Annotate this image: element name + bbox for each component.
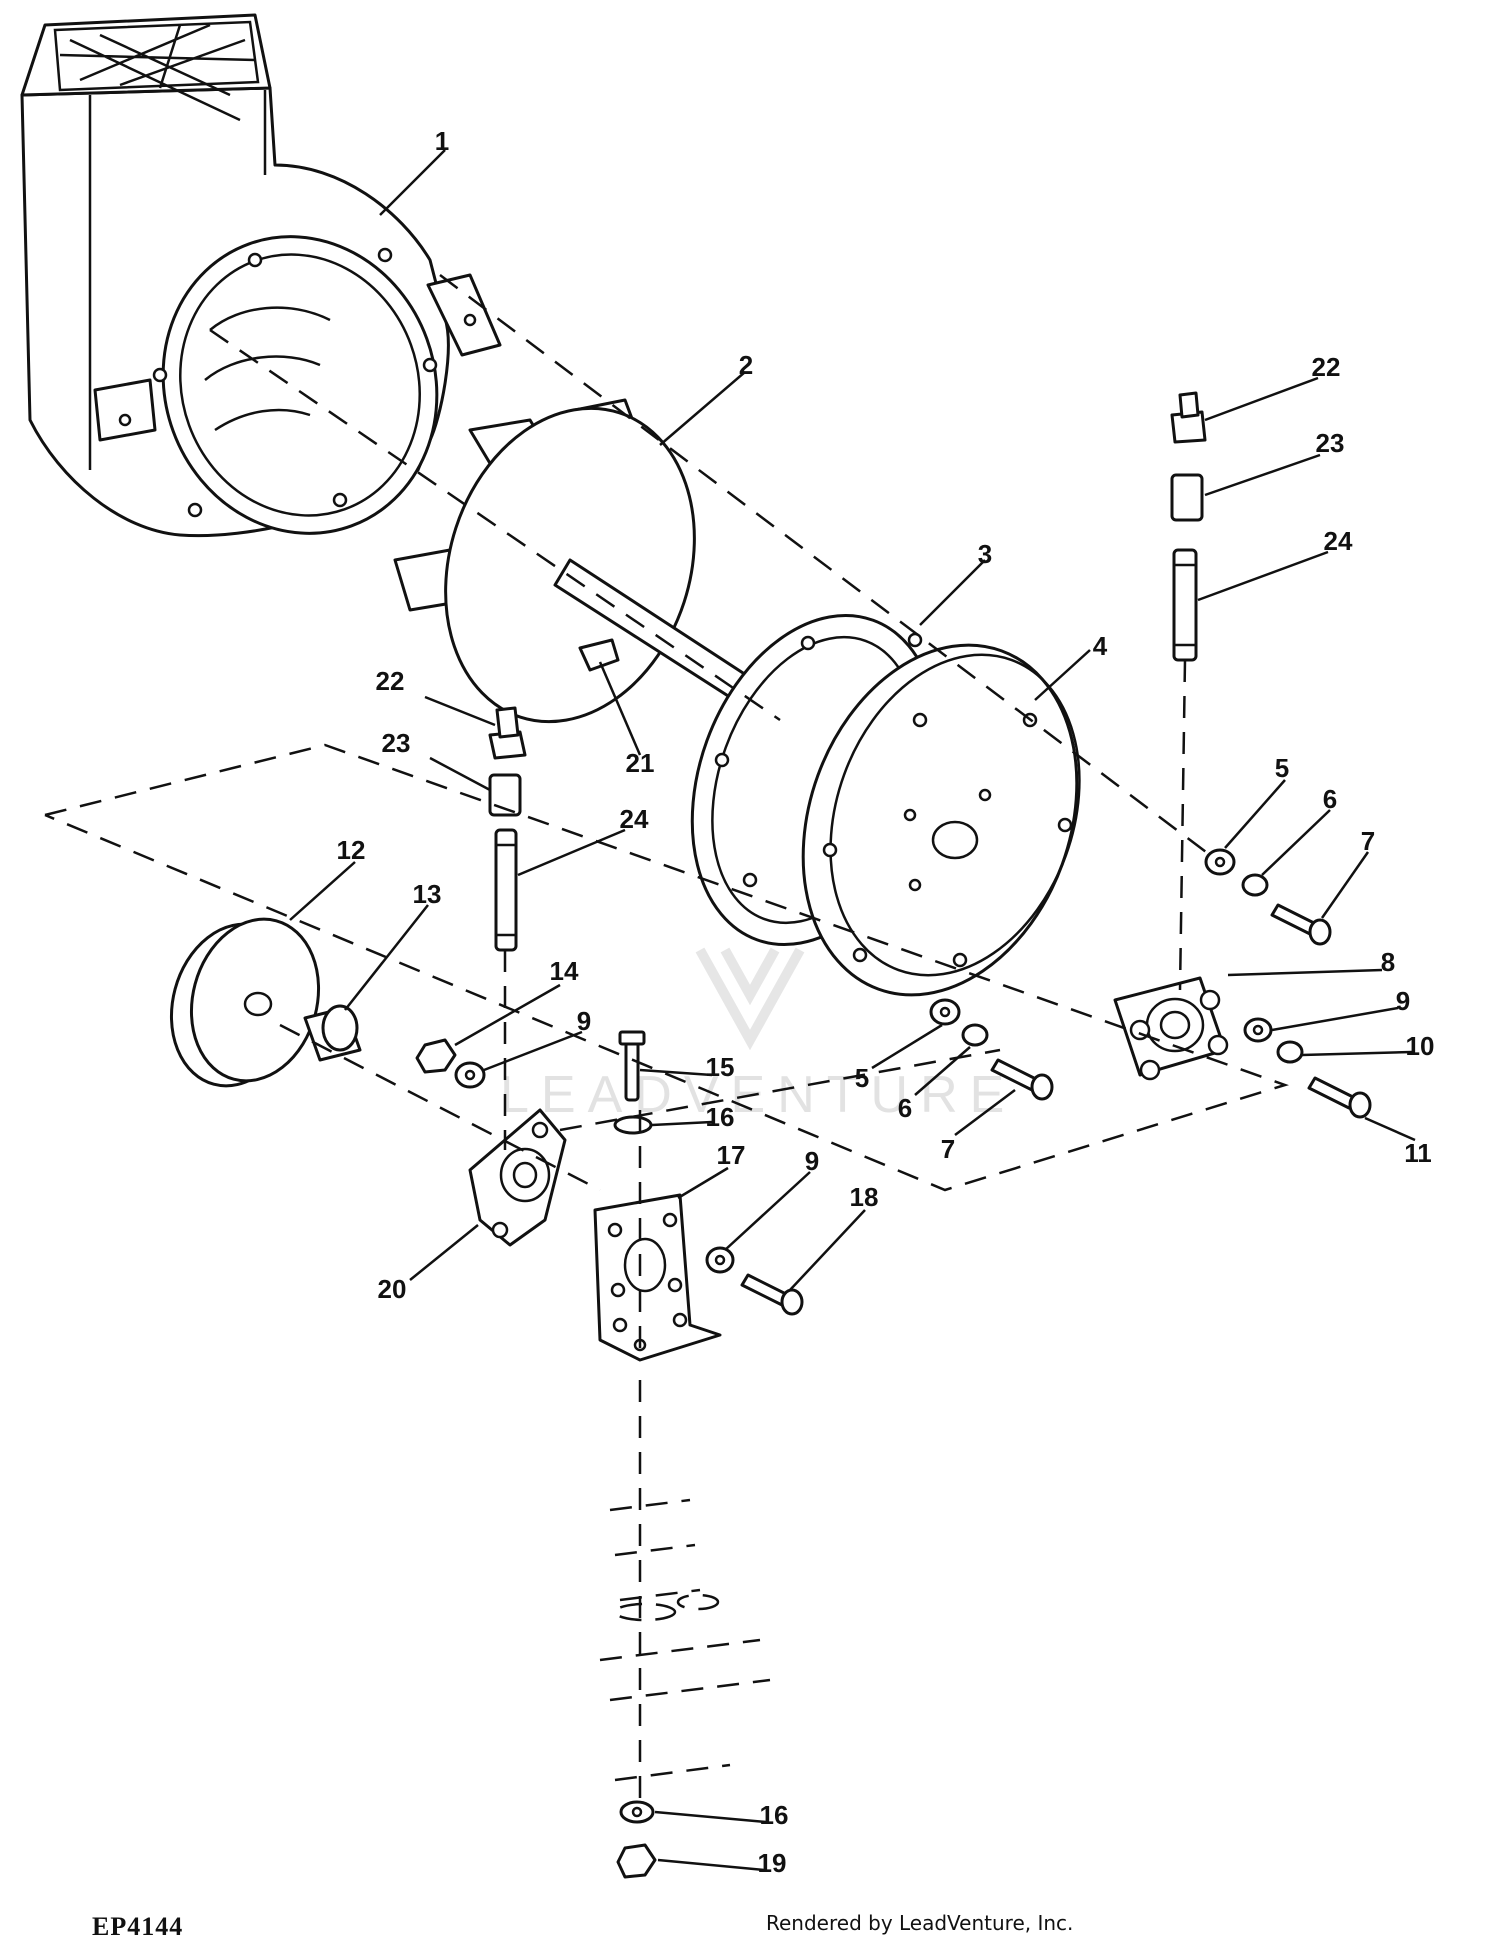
callout-c2: 2: [739, 350, 753, 380]
bushing: [303, 1004, 362, 1062]
callout-c3: 3: [978, 539, 992, 569]
callout-c17: 17: [717, 1140, 746, 1170]
callout-c23r: 23: [1316, 428, 1345, 458]
callout-c10: 10: [1406, 1031, 1435, 1061]
callout-c24r: 24: [1324, 526, 1353, 556]
pulley: [169, 917, 321, 1088]
callout-c6r: 6: [1323, 784, 1337, 814]
callout-c9c: 9: [805, 1146, 819, 1176]
callout-c9b: 9: [1396, 986, 1410, 1016]
callout-c5r: 5: [1275, 753, 1289, 783]
callout-c22r: 22: [1312, 352, 1341, 382]
end-plate: [801, 643, 1081, 997]
spacer-right: [1170, 473, 1204, 522]
callout-c11: 11: [1404, 1138, 1432, 1168]
callout-c16a: 16: [706, 1102, 735, 1132]
callout-c18: 18: [850, 1182, 879, 1212]
render-credit: Rendered by LeadVenture, Inc.: [766, 1911, 1073, 1935]
callout-c6m: 6: [898, 1093, 912, 1123]
callout-c14: 14: [550, 956, 579, 986]
assembly-lines: [44, 274, 1289, 1800]
callout-c5m: 5: [855, 1063, 869, 1093]
leader-lines: [289, 149, 1416, 1872]
figure-code: EP4144: [92, 1912, 183, 1941]
callout-labels: 1234222324222324211213149567891011567151…: [337, 126, 1435, 1878]
callout-c4: 4: [1093, 631, 1108, 661]
grease-fitting-left: [488, 706, 527, 760]
grease-fitting-right: [1170, 391, 1207, 444]
callout-c24l: 24: [620, 804, 649, 834]
mounting-bracket: [593, 1193, 722, 1362]
callout-c23l: 23: [382, 728, 411, 758]
stud-right: [1172, 548, 1198, 662]
hardware: [415, 848, 1372, 1879]
callout-c19: 19: [758, 1848, 787, 1878]
callout-c1: 1: [435, 126, 449, 156]
callout-c16b: 16: [760, 1800, 789, 1830]
callout-c20: 20: [378, 1274, 407, 1304]
callout-c7r: 7: [1361, 826, 1375, 856]
stud-left: [494, 828, 518, 952]
blower-housing: [20, 13, 502, 538]
flange-bearing-right: [1113, 976, 1229, 1081]
callout-c7m: 7: [941, 1134, 955, 1164]
callout-c9a: 9: [577, 1006, 591, 1036]
callout-c8: 8: [1381, 947, 1395, 977]
callout-c22l: 22: [376, 666, 405, 696]
callout-c13: 13: [413, 879, 442, 909]
callout-c21: 21: [626, 748, 655, 778]
flange-bearing-left: [468, 1108, 567, 1247]
callout-c15: 15: [706, 1052, 735, 1082]
callout-c12: 12: [337, 835, 366, 865]
